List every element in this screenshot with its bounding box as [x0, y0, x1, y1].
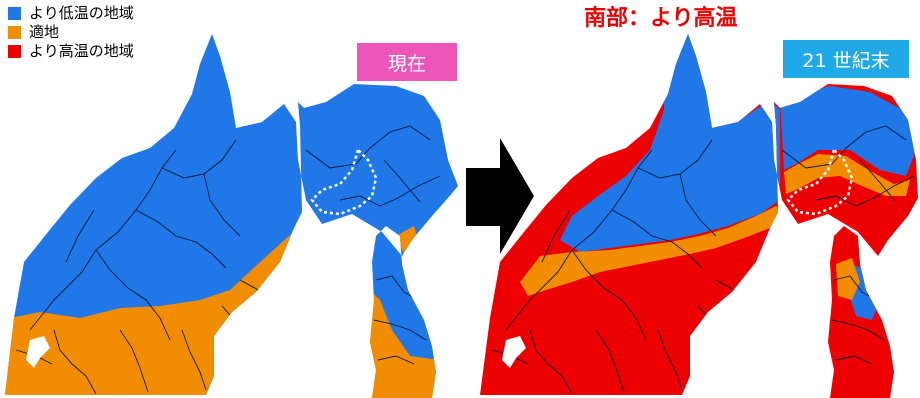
map-future-suitable-zone	[520, 154, 910, 300]
legend-swatch-colder	[8, 7, 21, 20]
legend-swatch-suitable	[8, 26, 21, 39]
map-future-dotted-outline	[786, 147, 854, 216]
map-future-white-spot	[502, 336, 526, 368]
legend-label-warmer: より高温の地域	[29, 42, 134, 60]
legend-label-suitable: 適地	[29, 23, 60, 41]
map-current	[5, 34, 458, 398]
map-current-white-spot	[26, 336, 50, 368]
legend-item-colder: より低温の地域	[8, 4, 134, 23]
legend-item-warmer: より高温の地域	[8, 42, 134, 61]
right-arrow-icon	[466, 138, 534, 254]
legend-item-suitable: 適地	[8, 23, 134, 42]
legend-swatch-warmer	[8, 45, 21, 58]
map-future	[480, 34, 918, 398]
legend: より低温の地域 適地 より高温の地域	[8, 4, 134, 61]
badge-21st-century-end: 21 世紀末	[783, 40, 909, 78]
badge-current: 現在	[357, 43, 457, 81]
map-current-borders	[15, 125, 441, 395]
map-current-dotted-outline	[310, 147, 378, 216]
legend-label-colder: より低温の地域	[29, 4, 134, 22]
headline-south-warmer: 南部：より高温	[584, 6, 738, 31]
